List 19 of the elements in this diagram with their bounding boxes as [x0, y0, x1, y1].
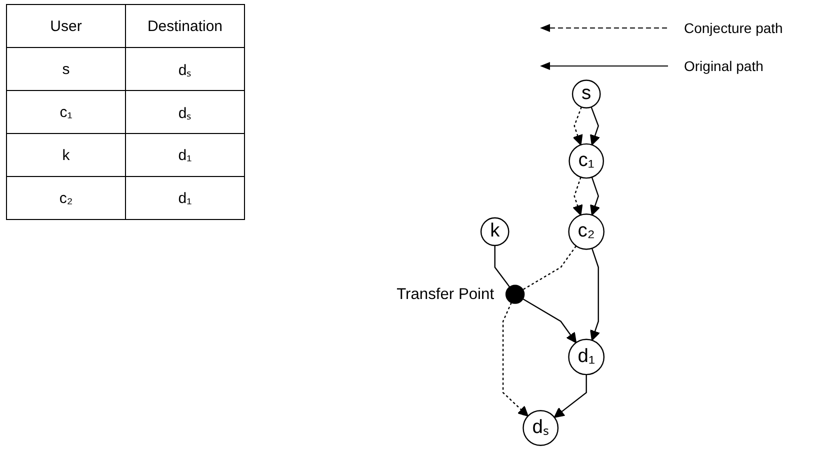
table-cell: d₁	[126, 134, 244, 176]
table-cell: c₁	[6, 90, 126, 134]
node-circle: s	[572, 80, 601, 108]
table-cell: d₁	[126, 176, 244, 220]
table-header-cell: Destination	[126, 4, 244, 48]
node-caption: Transfer Point	[396, 286, 494, 304]
node-circle: c₁	[568, 143, 604, 179]
legend-text: Conjecture path	[684, 20, 783, 36]
node-circle: k	[480, 217, 510, 246]
legend-text: Original path	[684, 58, 764, 74]
node-circle: dₛ	[522, 410, 559, 446]
table-cell: dₛ	[126, 48, 244, 90]
table-cell: c₂	[6, 176, 126, 220]
table-cell: k	[6, 134, 126, 176]
node-circle: c₂	[568, 214, 604, 250]
node-circle: d₁	[568, 338, 605, 376]
table-cell: s	[6, 48, 126, 90]
table-header-cell: User	[6, 4, 126, 48]
table-cell: dₛ	[126, 90, 244, 134]
